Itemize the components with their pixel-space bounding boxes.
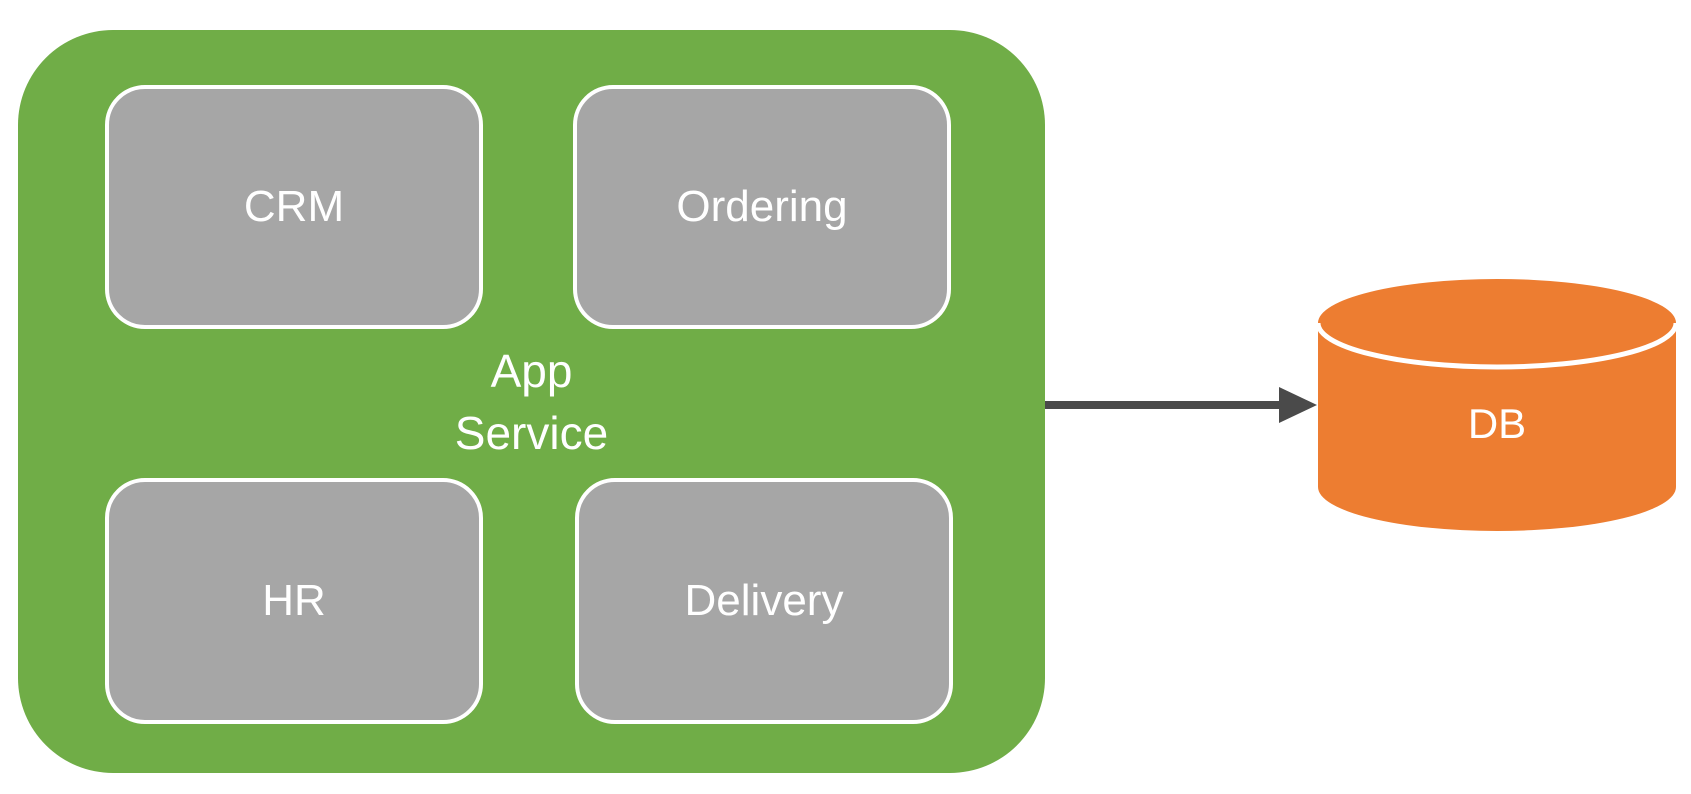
app-service-container: CRM Ordering HR Delivery App Service <box>18 30 1045 773</box>
database-label: DB <box>1317 400 1677 448</box>
app-service-label-line2: Service <box>454 407 609 459</box>
service-box-hr: HR <box>105 478 483 724</box>
service-box-hr-label: HR <box>262 576 326 625</box>
service-box-ordering: Ordering <box>573 85 951 329</box>
database-cylinder-body <box>1318 323 1676 531</box>
connector-arrow-icon <box>1045 387 1317 423</box>
service-box-ordering-label: Ordering <box>676 182 848 231</box>
database-label-text: DB <box>1467 400 1527 447</box>
service-box-crm-label: CRM <box>243 182 345 231</box>
service-box-delivery: Delivery <box>575 478 953 724</box>
app-service-label-line1: App <box>490 345 573 397</box>
database-cylinder-divider <box>1317 322 1677 370</box>
service-box-delivery-label: Delivery <box>684 576 844 625</box>
app-service-label: App Service <box>18 340 1045 464</box>
service-box-crm: CRM <box>105 85 483 329</box>
database-cylinder-icon <box>1317 279 1677 531</box>
connector-arrow-head <box>1279 387 1317 423</box>
database-cylinder-lid <box>1318 279 1676 367</box>
